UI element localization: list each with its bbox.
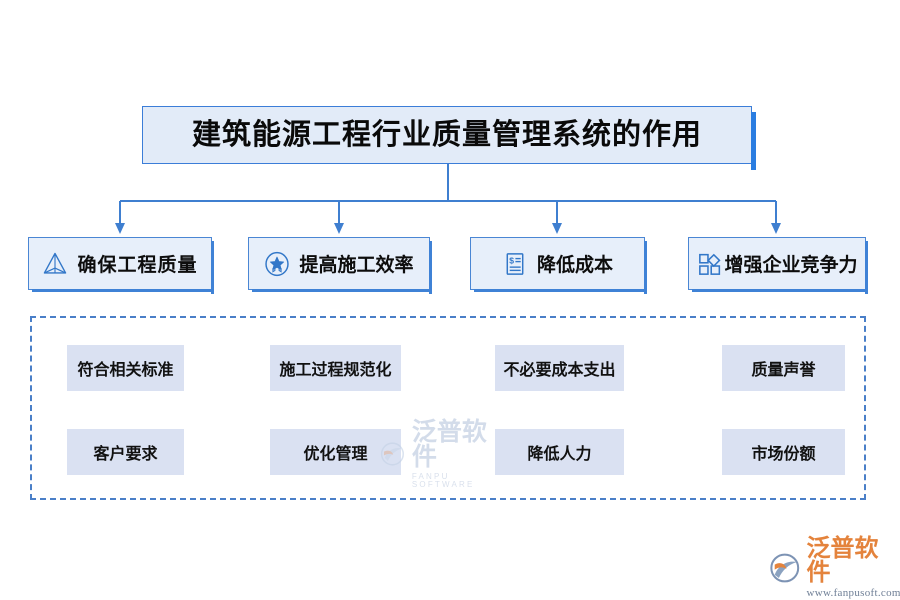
category-shadow-right	[865, 241, 868, 294]
category-label: 确保工程质量	[77, 255, 198, 276]
category-shadow-right	[644, 241, 647, 294]
sub-item-box[interactable]: 降低人力	[495, 429, 624, 475]
sub-item-label: 客户要求	[93, 446, 158, 463]
sub-items-container	[30, 316, 866, 500]
sub-item-box[interactable]: 施工过程规范化	[270, 345, 401, 391]
title-shadow	[751, 112, 756, 170]
category-box-improve-efficiency[interactable]: 提高施工效率	[248, 237, 432, 294]
category-box-ensure-quality[interactable]: 确保工程质量	[28, 237, 214, 294]
diagram-title-box: 建筑能源工程行业质量管理系统的作用	[142, 106, 756, 170]
category-label: 增强企业竞争力	[724, 255, 858, 276]
category-label: 降低成本	[536, 255, 613, 276]
sub-item-box[interactable]: 质量声誉	[722, 345, 845, 391]
star-badge-icon	[265, 251, 290, 276]
sub-item-label: 符合相关标准	[77, 362, 174, 379]
category-shadow-right	[211, 241, 214, 294]
invoice-dollar-icon: $	[506, 252, 524, 275]
category-shadow-right	[429, 241, 432, 294]
sub-item-box[interactable]: 客户要求	[67, 429, 184, 475]
sub-item-box[interactable]: 不必要成本支出	[495, 345, 624, 391]
category-box-reduce-cost[interactable]: $ 降低成本	[470, 237, 647, 294]
logo-cn: 泛普软件	[806, 535, 879, 586]
logo-url: www.fanpusoft.com	[806, 587, 900, 599]
category-box-boost-competitiveness[interactable]: 增强企业竞争力	[688, 237, 868, 294]
svg-text:$: $	[509, 255, 514, 265]
sub-item-box[interactable]: 符合相关标准	[67, 345, 184, 391]
sub-item-label: 施工过程规范化	[279, 362, 392, 379]
sub-item-label: 质量声誉	[751, 362, 816, 379]
sub-item-label: 不必要成本支出	[503, 362, 616, 379]
pyramid-icon	[44, 252, 67, 274]
four-shapes-icon	[698, 253, 721, 275]
category-shadow-bottom	[692, 289, 868, 292]
fanpu-logo: 泛普软件 www.fanpusoft.com	[768, 537, 900, 599]
sub-item-label: 市场份额	[751, 446, 816, 463]
logo-text: 泛普软件 www.fanpusoft.com	[807, 537, 900, 599]
sub-item-label: 降低人力	[527, 446, 592, 463]
category-shadow-bottom	[252, 289, 432, 292]
category-label: 提高施工效率	[299, 255, 414, 276]
sub-item-box[interactable]: 市场份额	[722, 429, 845, 475]
page-title: 建筑能源工程行业质量管理系统的作用	[191, 118, 702, 151]
category-shadow-bottom	[474, 289, 647, 292]
sub-item-box[interactable]: 优化管理	[270, 429, 401, 475]
logo-mark-icon	[770, 553, 800, 583]
category-shadow-bottom	[32, 289, 214, 292]
sub-item-label: 优化管理	[303, 446, 368, 463]
